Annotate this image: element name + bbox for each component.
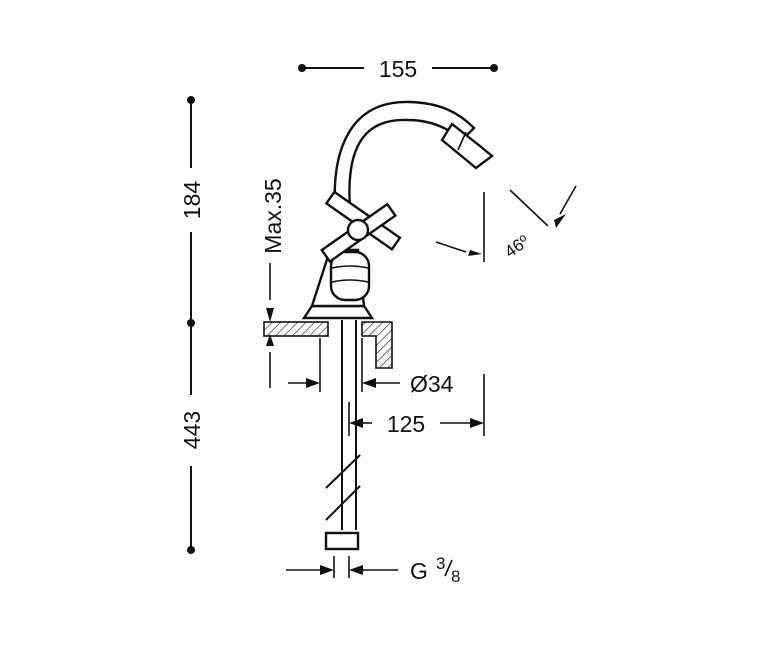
tap-body: [301, 248, 375, 551]
angle-label: 46º: [501, 232, 532, 262]
body-height-label: 443: [179, 411, 205, 449]
width-dimension-top: 155: [298, 56, 498, 82]
thread-denominator: 8: [451, 567, 460, 586]
diameter-label: Ø34: [410, 371, 454, 397]
thread-letter-label: G: [410, 558, 428, 584]
height-dimension-left: 184 443: [179, 96, 205, 554]
reach-label: 125: [387, 411, 425, 437]
countertop-section: [263, 321, 393, 369]
diameter-dimension: Ø34: [288, 338, 454, 397]
max-thickness-label: Max.35: [260, 178, 286, 253]
reach-dimension: 125: [348, 374, 485, 437]
thread-numerator: 3: [436, 554, 445, 573]
cross-handle: [320, 190, 402, 264]
connection-dimension: G 3 8: [286, 554, 460, 586]
width-label: 155: [379, 56, 417, 82]
max-thickness-dimension: Max.35: [260, 178, 286, 388]
angle-dimension: 46º: [435, 185, 577, 262]
spout: [333, 100, 494, 210]
spout-height-label: 184: [179, 181, 205, 220]
